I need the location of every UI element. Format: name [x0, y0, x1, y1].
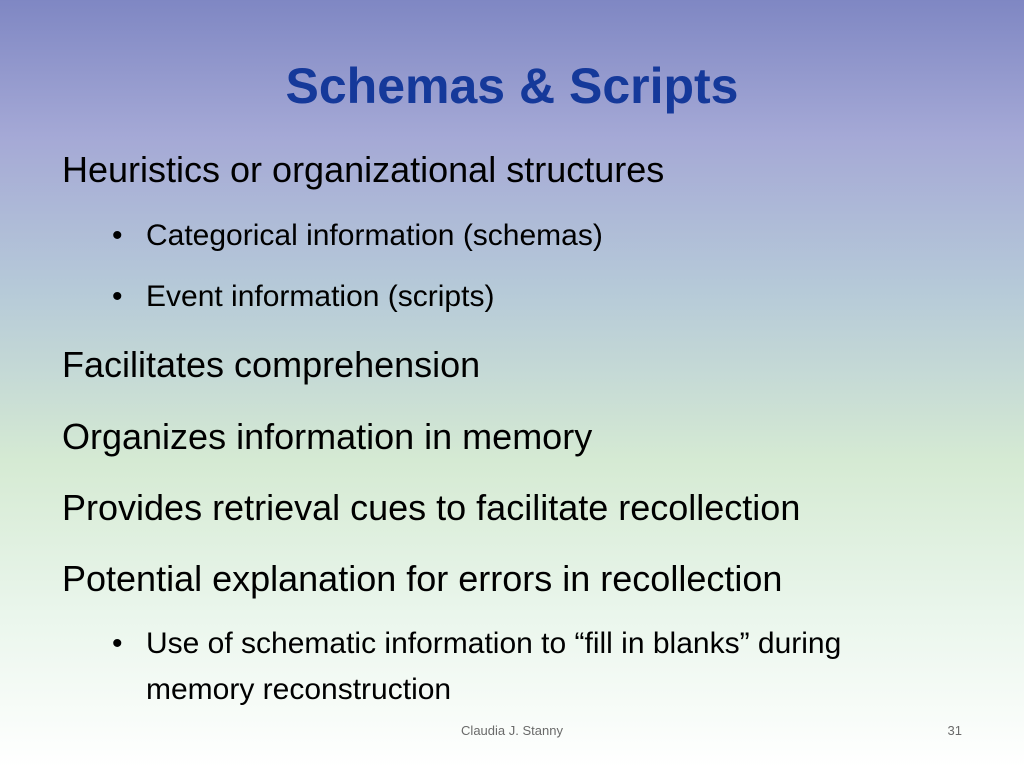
- bullet-heuristics: Heuristics or organizational structures: [62, 149, 665, 190]
- sub-bullet-event: • Event information (scripts): [112, 274, 892, 320]
- sub-bullet-text: Categorical information (schemas): [146, 219, 603, 252]
- bullet-comprehension: Facilitates comprehension: [62, 344, 481, 385]
- slide-title: Schemas & Scripts: [285, 58, 739, 114]
- bullet-dot-icon: •: [112, 280, 123, 313]
- footer-author: Claudia J. Stanny: [461, 723, 563, 738]
- sub-bullet-schematic: • Use of schematic information to “fill …: [112, 621, 892, 713]
- sub-bullet-text: Use of schematic information to “fill in…: [146, 627, 842, 706]
- sub-bullet-categorical: • Categorical information (schemas): [112, 213, 892, 259]
- bullet-dot-icon: •: [112, 219, 123, 252]
- bullet-dot-icon: •: [112, 627, 123, 660]
- bullet-organizes: Organizes information in memory: [62, 416, 593, 457]
- slide-number: 31: [947, 723, 962, 738]
- sub-bullet-text: Event information (scripts): [146, 280, 495, 313]
- bullet-retrieval-cues: Provides retrieval cues to facilitate re…: [62, 487, 801, 528]
- bullet-errors: Potential explanation for errors in reco…: [62, 558, 783, 599]
